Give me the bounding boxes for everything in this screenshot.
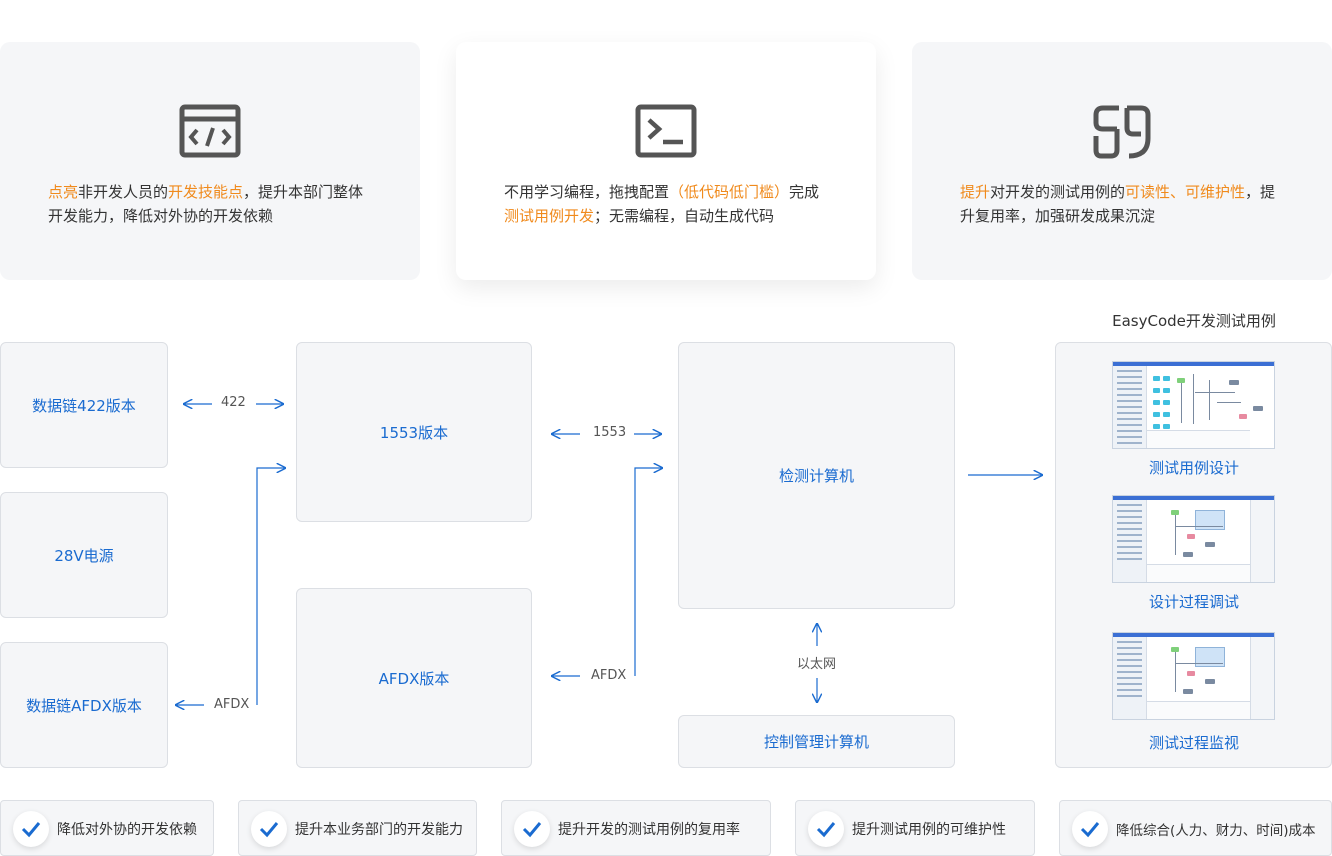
- version-afdx-box: AFDX版本: [296, 588, 532, 768]
- feature-card-1-text: 点亮非开发人员的开发技能点，提升本部门整体开发能力，降低对外协的开发依赖: [48, 180, 376, 228]
- datalink-afdx-box: 数据链AFDX版本: [0, 642, 168, 768]
- feature-card-2-text: 不用学习编程，拖拽配置（低代码低门槛）完成测试用例开发；无需编程，自动生成代码: [504, 180, 832, 228]
- terminal-icon: [635, 104, 697, 158]
- control-computer-box: 控制管理计算机: [678, 715, 955, 768]
- feature-card-3: 提升对开发的测试用例的可读性、可维护性，提升复用率，加强研发成果沉淀: [912, 42, 1332, 280]
- quote-icon: [1093, 105, 1151, 159]
- screenshot-case-design: [1112, 361, 1275, 449]
- feature-card-2: 不用学习编程，拖拽配置（低代码低门槛）完成测试用例开发；无需编程，自动生成代码: [456, 42, 876, 280]
- highlight-text: 可读性、可维护性: [1125, 183, 1246, 201]
- benefit-text: 提升开发的测试用例的复用率: [558, 822, 740, 838]
- benefit-text: 提升测试用例的可维护性: [852, 822, 1006, 838]
- check-icon: [13, 811, 49, 847]
- body-text: 不用学习编程，拖拽配置: [504, 183, 670, 201]
- check-icon: [1072, 811, 1108, 847]
- benefit-text: 降低对外协的开发依赖: [57, 822, 197, 838]
- body-text: ，提升本部门整体开发能力，降低对外协的开发依赖: [48, 183, 364, 225]
- screenshot-design-debug: [1112, 495, 1275, 583]
- body-text: 非开发人员的: [78, 183, 169, 201]
- benefit-item: 提升本业务部门的开发能力: [238, 800, 477, 856]
- highlight-text: （低代码低门槛）: [669, 183, 790, 201]
- highlight-text: 开发技能点: [168, 183, 244, 201]
- body-text: 完成: [789, 183, 820, 201]
- benefit-item: 降低对外协的开发依赖: [0, 800, 214, 856]
- detect-computer-box: 检测计算机: [678, 342, 955, 609]
- link-label-afdx-left: AFDX: [212, 697, 252, 712]
- caption-case-design: 测试用例设计: [1148, 459, 1239, 477]
- link-label-ethernet: 以太网: [795, 653, 839, 672]
- feature-card-3-text: 提升对开发的测试用例的可读性、可维护性，提升复用率，加强研发成果沉淀: [960, 180, 1288, 228]
- version-1553-box: 1553版本: [296, 342, 532, 522]
- link-label-afdx-mid: AFDX: [589, 668, 629, 683]
- caption-design-debug: 设计过程调试: [1148, 593, 1239, 611]
- highlight-text: 测试用例开发: [504, 207, 595, 225]
- benefit-item: 提升测试用例的可维护性: [795, 800, 1035, 856]
- check-icon: [808, 811, 844, 847]
- highlight-text: 点亮: [48, 183, 79, 201]
- highlight-text: 提升: [960, 183, 991, 201]
- benefit-text: 提升本业务部门的开发能力: [295, 822, 463, 838]
- easycode-title: EasyCode开发测试用例: [1112, 312, 1276, 330]
- caption-process-monitor: 测试过程监视: [1148, 734, 1239, 752]
- link-label-422: 422: [219, 395, 248, 410]
- link-label-1553: 1553: [591, 425, 629, 440]
- screenshot-process-monitor: [1112, 632, 1275, 720]
- body-text: ，提升复用率，加强研发成果沉淀: [960, 183, 1276, 225]
- check-icon: [251, 811, 287, 847]
- datalink-422-box: 数据链422版本: [0, 342, 168, 468]
- feature-card-1: 点亮非开发人员的开发技能点，提升本部门整体开发能力，降低对外协的开发依赖: [0, 42, 420, 280]
- code-window-icon: [179, 104, 241, 158]
- check-icon: [514, 811, 550, 847]
- benefit-item: 提升开发的测试用例的复用率: [501, 800, 771, 856]
- body-text: ；无需编程，自动生成代码: [594, 207, 775, 225]
- benefit-text: 降低综合(人力、财力、时间)成本: [1116, 823, 1316, 839]
- body-text: 对开发的测试用例的: [990, 183, 1126, 201]
- power-28v-box: 28V电源: [0, 492, 168, 618]
- benefit-item: 降低综合(人力、财力、时间)成本: [1059, 800, 1332, 856]
